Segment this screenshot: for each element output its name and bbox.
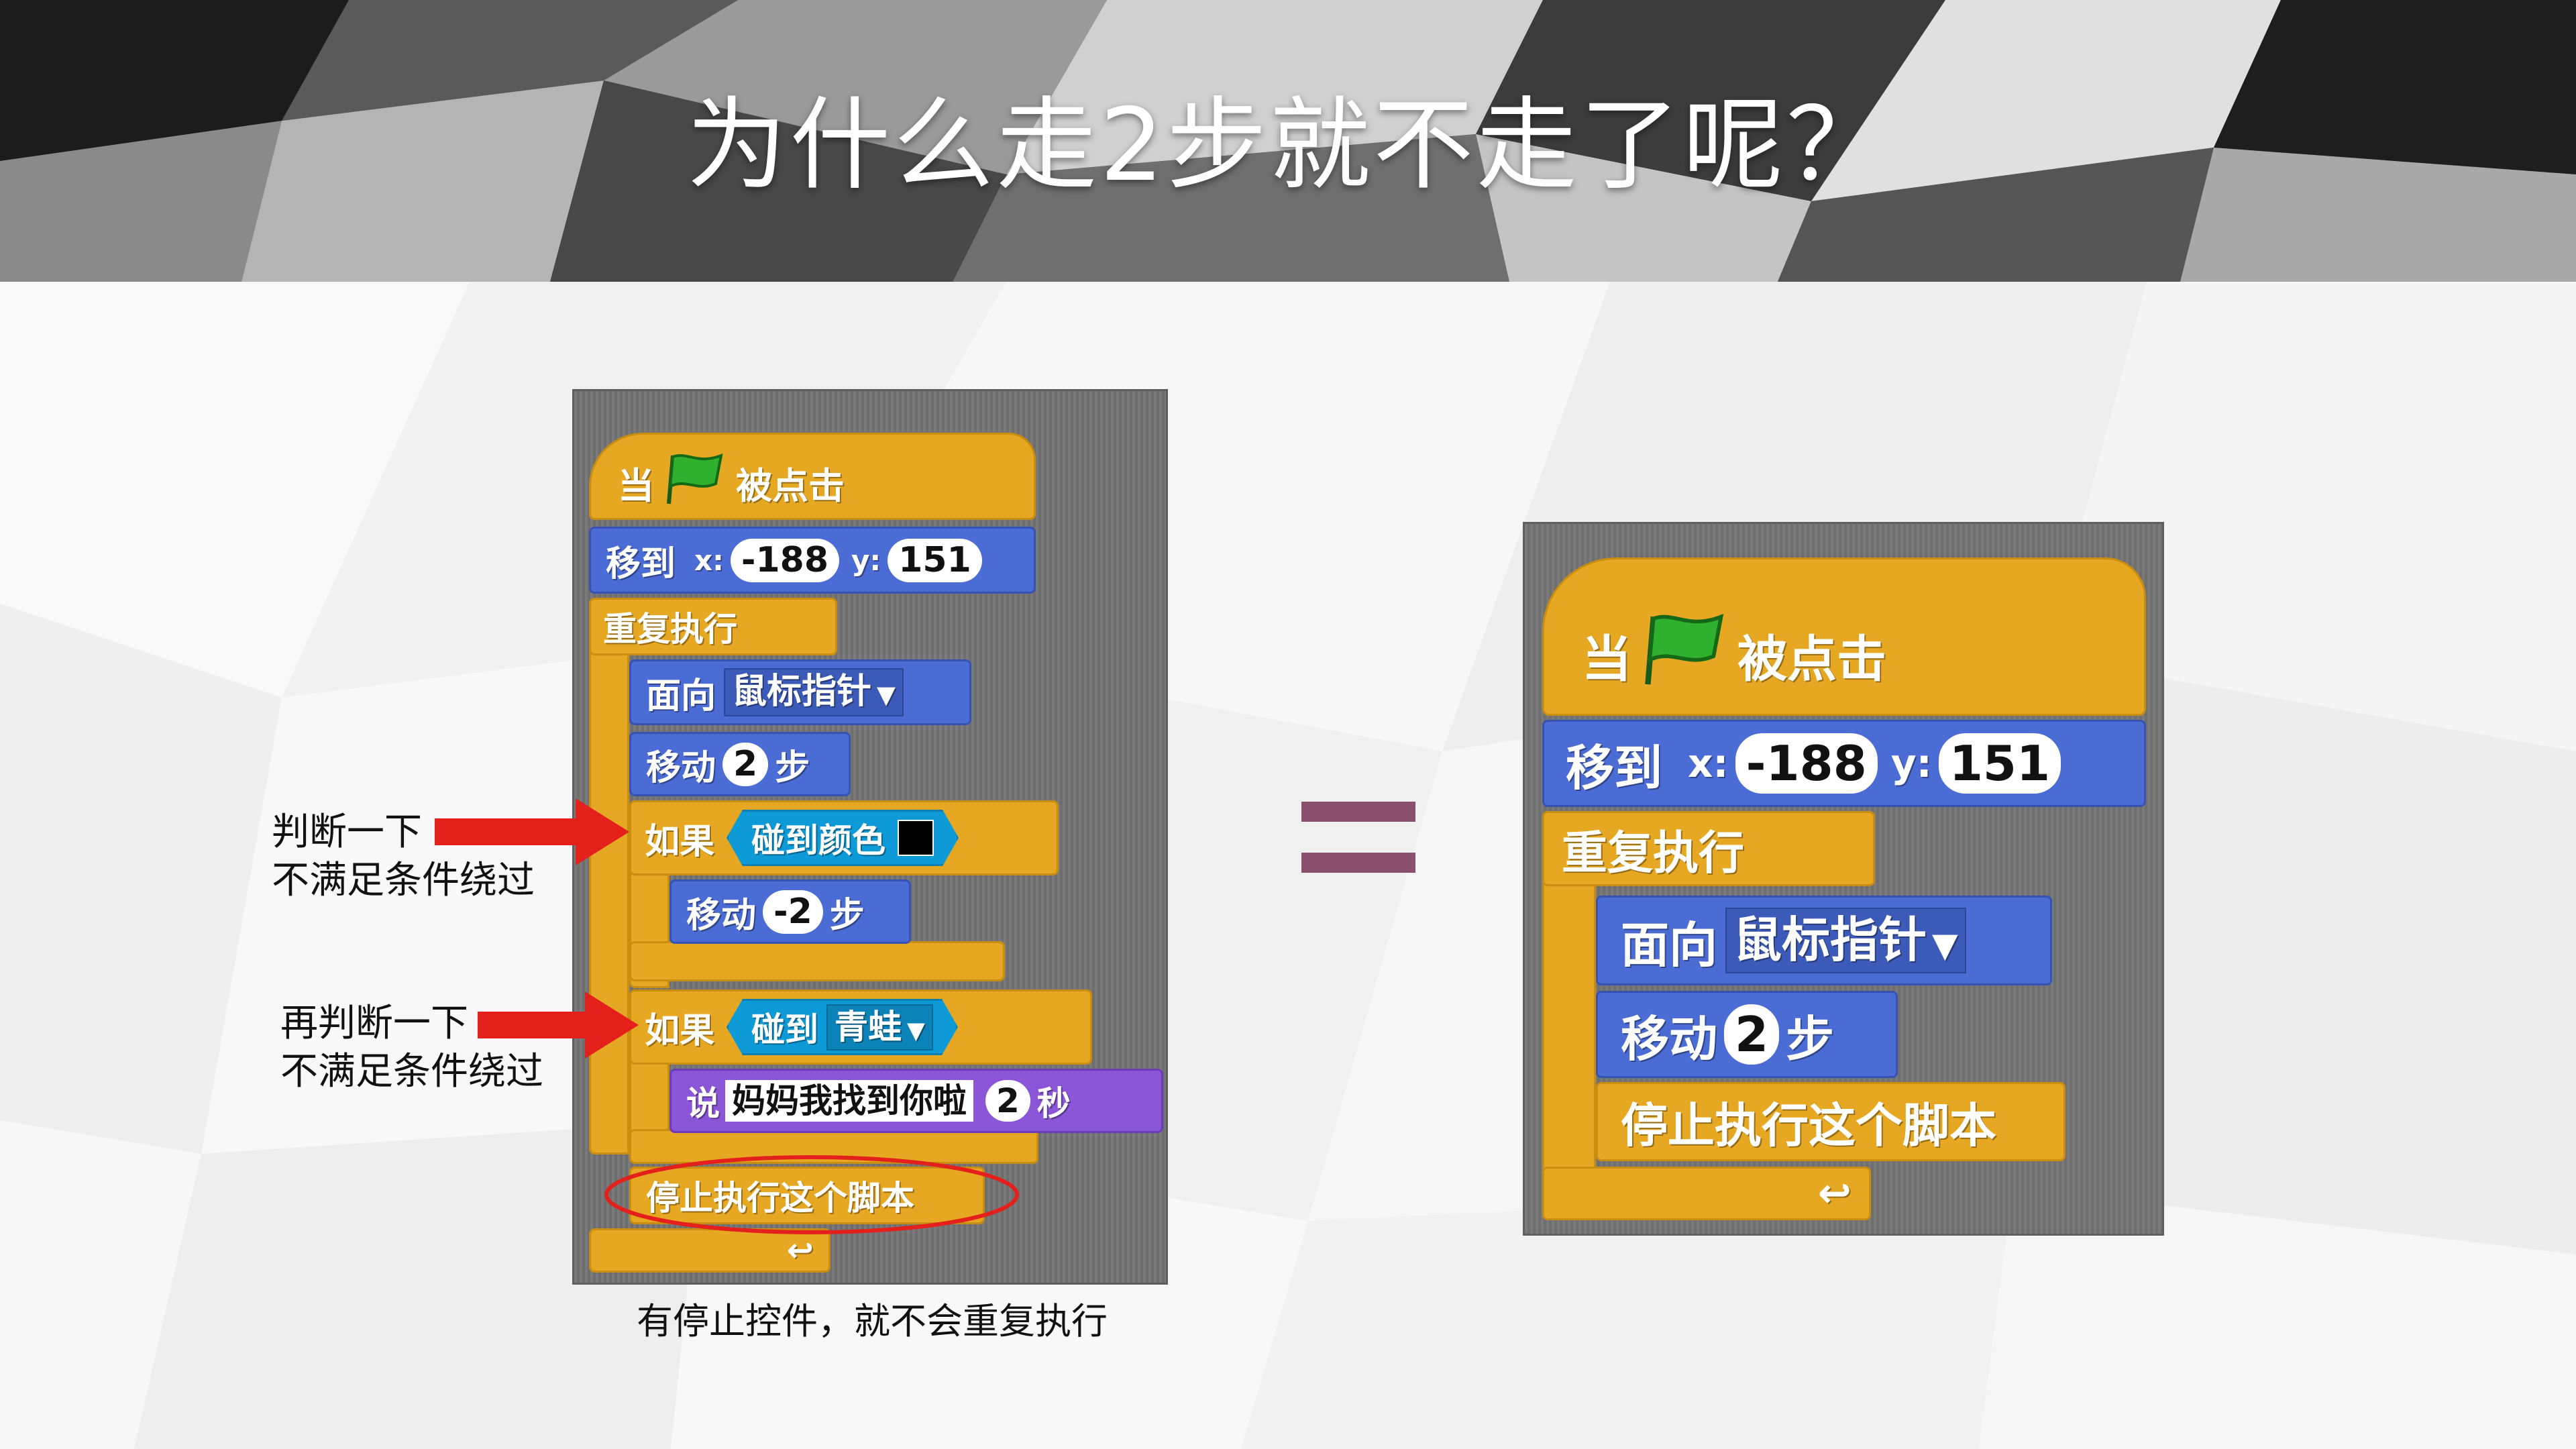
say-unit: 秒: [1036, 1084, 1071, 1123]
point-towards-label: 面向: [646, 676, 716, 716]
right-script-panel: ↩ 重复执行 当 被点击 移到 x: -188 y: 151 面向: [1523, 522, 2164, 1236]
note-2-line-2: 不满足条件绕过: [280, 1050, 543, 1093]
r-move-steps-input[interactable]: 2: [1724, 1004, 1780, 1065]
r-hat-block[interactable]: 当 被点击: [1542, 557, 2146, 716]
move-block[interactable]: 移动 2 步: [629, 732, 851, 796]
color-swatch[interactable]: [898, 820, 934, 856]
if2-label: 如果: [645, 1010, 715, 1051]
r-goto-x-label: x:: [1688, 741, 1729, 786]
move-back-label: 移动: [686, 895, 757, 936]
r-goto-block[interactable]: 移到 x: -188 y: 151: [1542, 720, 2146, 807]
hat-block[interactable]: 当 被点击: [589, 433, 1036, 520]
say-block[interactable]: 说 妈妈我找到你啦 2 秒: [669, 1069, 1163, 1133]
move-label: 移动: [646, 747, 716, 788]
r-hat-suffix: 被点击: [1737, 630, 1886, 688]
move-back-steps-input[interactable]: -2: [763, 890, 823, 934]
if2-block[interactable]: 如果 碰到 青蛙▼: [629, 989, 1092, 1065]
move-unit: 步: [775, 747, 810, 788]
touching-sprite-condition[interactable]: 碰到 青蛙▼: [727, 999, 958, 1055]
r-goto-y-input[interactable]: 151: [1938, 733, 2061, 794]
forever-label: 重复执行: [603, 610, 737, 649]
touching-sprite-target: 青蛙: [835, 1007, 902, 1046]
note-1: 判断一下 不满足条件绕过: [272, 808, 535, 905]
r-forever-block[interactable]: 重复执行: [1542, 811, 1875, 886]
goto-block[interactable]: 移到 x: -188 y: 151: [589, 527, 1036, 594]
left-script-panel: ↩ 重复执行 当 被点击 移到 x: -188 y: 151 面向: [572, 389, 1168, 1285]
goto-x-input[interactable]: -188: [730, 538, 840, 582]
r-hat-prefix: 当: [1582, 630, 1631, 688]
dropdown-caret-icon: ▼: [907, 1017, 925, 1044]
r-point-towards-label: 面向: [1621, 916, 1718, 973]
move-back-block[interactable]: 移动 -2 步: [669, 879, 911, 944]
forever-wrap-left: [589, 598, 629, 1155]
goto-label: 移到: [606, 543, 676, 584]
r-forever-bottom[interactable]: ↩: [1542, 1167, 1871, 1220]
r-dropdown-caret-icon: ▼: [1932, 925, 1958, 965]
if1-bottom: [629, 941, 1005, 981]
note-2: 再判断一下 不满足条件绕过: [280, 1000, 543, 1096]
stop-script-label: 停止执行这个脚本: [646, 1179, 914, 1218]
say-text-input[interactable]: 妈妈我找到你啦: [725, 1079, 973, 1122]
say-label: 说: [686, 1084, 720, 1123]
r-move-label: 移动: [1621, 1010, 1718, 1067]
say-secs-input[interactable]: 2: [985, 1079, 1030, 1122]
touching-color-label: 碰到颜色: [751, 821, 886, 860]
header-background: [0, 0, 2576, 282]
highlight-ellipse: [604, 1155, 1019, 1234]
arrow-icon-2: [478, 991, 639, 1059]
goto-y-label: y:: [851, 543, 881, 577]
forever-block[interactable]: 重复执行: [589, 598, 837, 655]
caption: 有停止控件，就不会重复执行: [637, 1300, 1108, 1342]
note-1-line-1: 判断一下: [272, 810, 422, 854]
r-goto-x-input[interactable]: -188: [1735, 733, 1878, 794]
goto-x-label: x:: [694, 543, 724, 577]
goto-y-input[interactable]: 151: [888, 538, 982, 582]
touching-sprite-dropdown[interactable]: 青蛙▼: [826, 1004, 933, 1051]
loop-arrow-icon: ↩: [786, 1232, 814, 1269]
r-point-towards-target: 鼠标指针: [1733, 912, 1927, 969]
r-point-towards-block[interactable]: 面向 鼠标指针▼: [1596, 896, 2052, 985]
r-forever-label: 重复执行: [1562, 826, 1745, 880]
note-2-line-1: 再判断一下: [280, 1002, 468, 1045]
r-loop-arrow-icon: ↩: [1817, 1170, 1851, 1217]
if1-label: 如果: [645, 821, 715, 862]
header-banner: 为什么走2步就不走了呢？: [0, 0, 2576, 282]
hat-suffix: 被点击: [736, 464, 845, 507]
arrow-icon-1: [435, 798, 629, 865]
r-green-flag-icon: [1642, 611, 1727, 698]
green-flag-icon: [665, 451, 725, 514]
point-towards-block[interactable]: 面向 鼠标指针▼: [629, 659, 971, 725]
hat-prefix: 当: [618, 464, 654, 507]
note-1-line-2: 不满足条件绕过: [272, 859, 535, 902]
r-point-towards-dropdown[interactable]: 鼠标指针▼: [1725, 908, 1966, 973]
touching-color-condition[interactable]: 碰到颜色: [727, 810, 959, 866]
point-towards-target: 鼠标指针: [732, 672, 872, 712]
forever-bottom-left[interactable]: ↩: [589, 1228, 830, 1273]
if1-block[interactable]: 如果 碰到颜色: [629, 800, 1059, 875]
r-goto-label: 移到: [1566, 739, 1663, 796]
touching-sprite-label: 碰到: [751, 1010, 819, 1049]
page-title: 为什么走2步就不走了呢？: [686, 87, 1890, 204]
r-stop-script-label: 停止执行这个脚本: [1621, 1097, 1996, 1153]
move-steps-input[interactable]: 2: [722, 742, 769, 786]
dropdown-caret-icon: ▼: [877, 680, 896, 710]
point-towards-dropdown[interactable]: 鼠标指针▼: [724, 668, 904, 716]
move-back-unit: 步: [829, 895, 865, 936]
r-move-block[interactable]: 移动 2 步: [1596, 991, 1898, 1078]
r-move-unit: 步: [1786, 1010, 1835, 1067]
r-goto-y-label: y:: [1890, 741, 1932, 786]
r-stop-script-block[interactable]: 停止执行这个脚本: [1596, 1082, 2065, 1161]
stop-script-block[interactable]: 停止执行这个脚本: [629, 1167, 985, 1224]
